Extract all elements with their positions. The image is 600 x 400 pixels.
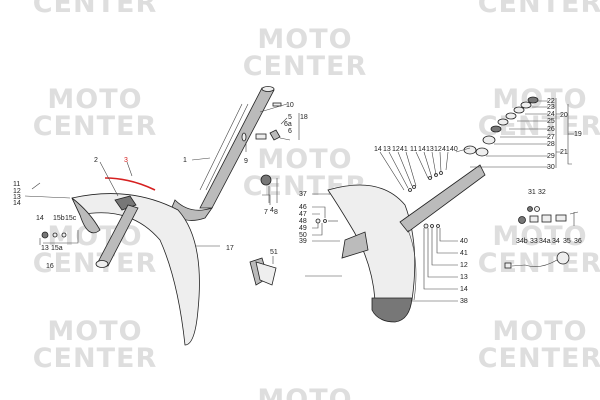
callout-label: 8 [274,209,278,216]
watermark-text: CENTER [243,51,368,82]
callout-label: 20 [560,112,568,119]
callout-label: 30 [547,164,555,171]
callout-label: 36 [574,238,582,245]
callout-label: 24 [547,111,555,118]
callout-label: 16 [46,263,54,270]
watermark-text: MOTO [47,316,142,347]
watermark-text: CENTER [33,248,158,279]
callout-label: 12 [434,146,442,153]
callout-label: 21 [560,149,568,156]
watermark-text: MOTO [492,84,587,115]
callout-label: 26 [547,126,555,133]
callout-label: 13 [41,245,49,252]
watermark-text: MOTO [257,144,352,175]
callout-label: 13 [383,146,391,153]
callout-label: 19 [574,131,582,138]
callouts-right: 31 32 34b 33 34a 34 35 36 22 23 24 25 26… [516,98,582,245]
callout-label: 34b [516,238,528,245]
callout-label: 9 [244,158,248,165]
watermark-text: CENTER [478,343,600,374]
callout-label: 2 [94,157,98,164]
callout-label: 15c [65,215,77,222]
callout-label: 28 [547,141,555,148]
small-parts-left [31,102,291,286]
callout-label: 25 [547,118,555,125]
callout-label: 38 [460,298,468,305]
callout-label: 12 [392,146,400,153]
leader-lines-right [470,98,574,168]
callout-label: 17 [226,245,234,252]
callout-label: 51 [270,249,278,256]
callout-label: 27 [547,134,555,141]
callout-label: 39 [299,238,307,245]
watermark-text: CENTER [33,0,158,19]
callout-label: 41 [400,146,408,153]
highlighted-part-3 [104,177,156,191]
callout-label: 23 [547,104,555,111]
callout-label: 6a [284,121,292,128]
front-mudguard-drawing [71,177,200,346]
callout-label: 50 [299,232,307,239]
callout-label: 13 [460,274,468,281]
callout-label: 41 [442,146,450,153]
callout-label: 47 [299,211,307,218]
callouts-left: 1 2 3 4 5 6a 6 7 8 9 10 18 11 12 13 14 1… [13,102,308,270]
leader-lines-middle [312,147,471,302]
rear-mudguard-drawing [305,145,486,323]
bearing-stack-drawing [475,96,539,157]
watermark-text: CENTER [478,0,600,19]
callout-label: 13 [426,146,434,153]
callout-label: 33 [530,238,538,245]
watermark-text: CENTER [478,248,600,279]
callout-label: 6 [288,128,292,135]
callout-label: 4 [270,207,274,214]
callout-label: 12 [460,262,468,269]
callout-label: 10 [286,102,294,109]
callout-label: 1 [183,157,187,164]
callout-label: 40 [460,238,468,245]
callout-label: 49 [299,225,307,232]
callout-label: 34a [539,238,551,245]
callouts-middle: 14 13 12 41 11 14 13 12 41 40 37 46 47 4… [299,146,468,305]
watermark-text: MOTO [257,24,352,55]
callout-label: 14 [36,215,44,222]
callout-label: 29 [547,153,555,160]
leader-lines-left [24,103,300,264]
watermark-text: CENTER [33,111,158,142]
watermark-text: MOTO [492,316,587,347]
callout-label: 14 [13,200,21,207]
callout-label: 31 [528,189,536,196]
watermark-text: MOTO [47,84,142,115]
callout-label: 40 [450,146,458,153]
watermark-text: MOTO [492,221,587,252]
callout-label: 37 [299,191,307,198]
callout-label: 7 [264,209,268,216]
callout-label: 11 [410,146,417,153]
callout-label: 14 [460,286,468,293]
callout-label: 13 [13,194,21,201]
callout-label: 18 [300,114,308,121]
callout-label: 11 [13,181,20,188]
callout-label: 46 [299,204,307,211]
switch-parts-drawing [504,206,579,269]
small-parts-middle [315,171,443,229]
callout-label: 15b [53,215,65,222]
callout-label: 15a [51,245,63,252]
callout-label: 41 [460,250,468,257]
callout-label: 32 [538,189,546,196]
callout-label: 34 [552,238,560,245]
callout-label: 14 [374,146,382,153]
watermark-text: MOTO [257,384,352,400]
callout-label: 48 [299,218,307,225]
callout-label: 14 [418,146,426,153]
callout-label: 35 [563,238,571,245]
callout-label-highlighted: 3 [124,157,128,164]
callout-label: 12 [13,188,21,195]
watermark-text: CENTER [33,343,158,374]
callout-label: 5 [288,114,292,121]
callout-label: 22 [547,98,555,105]
